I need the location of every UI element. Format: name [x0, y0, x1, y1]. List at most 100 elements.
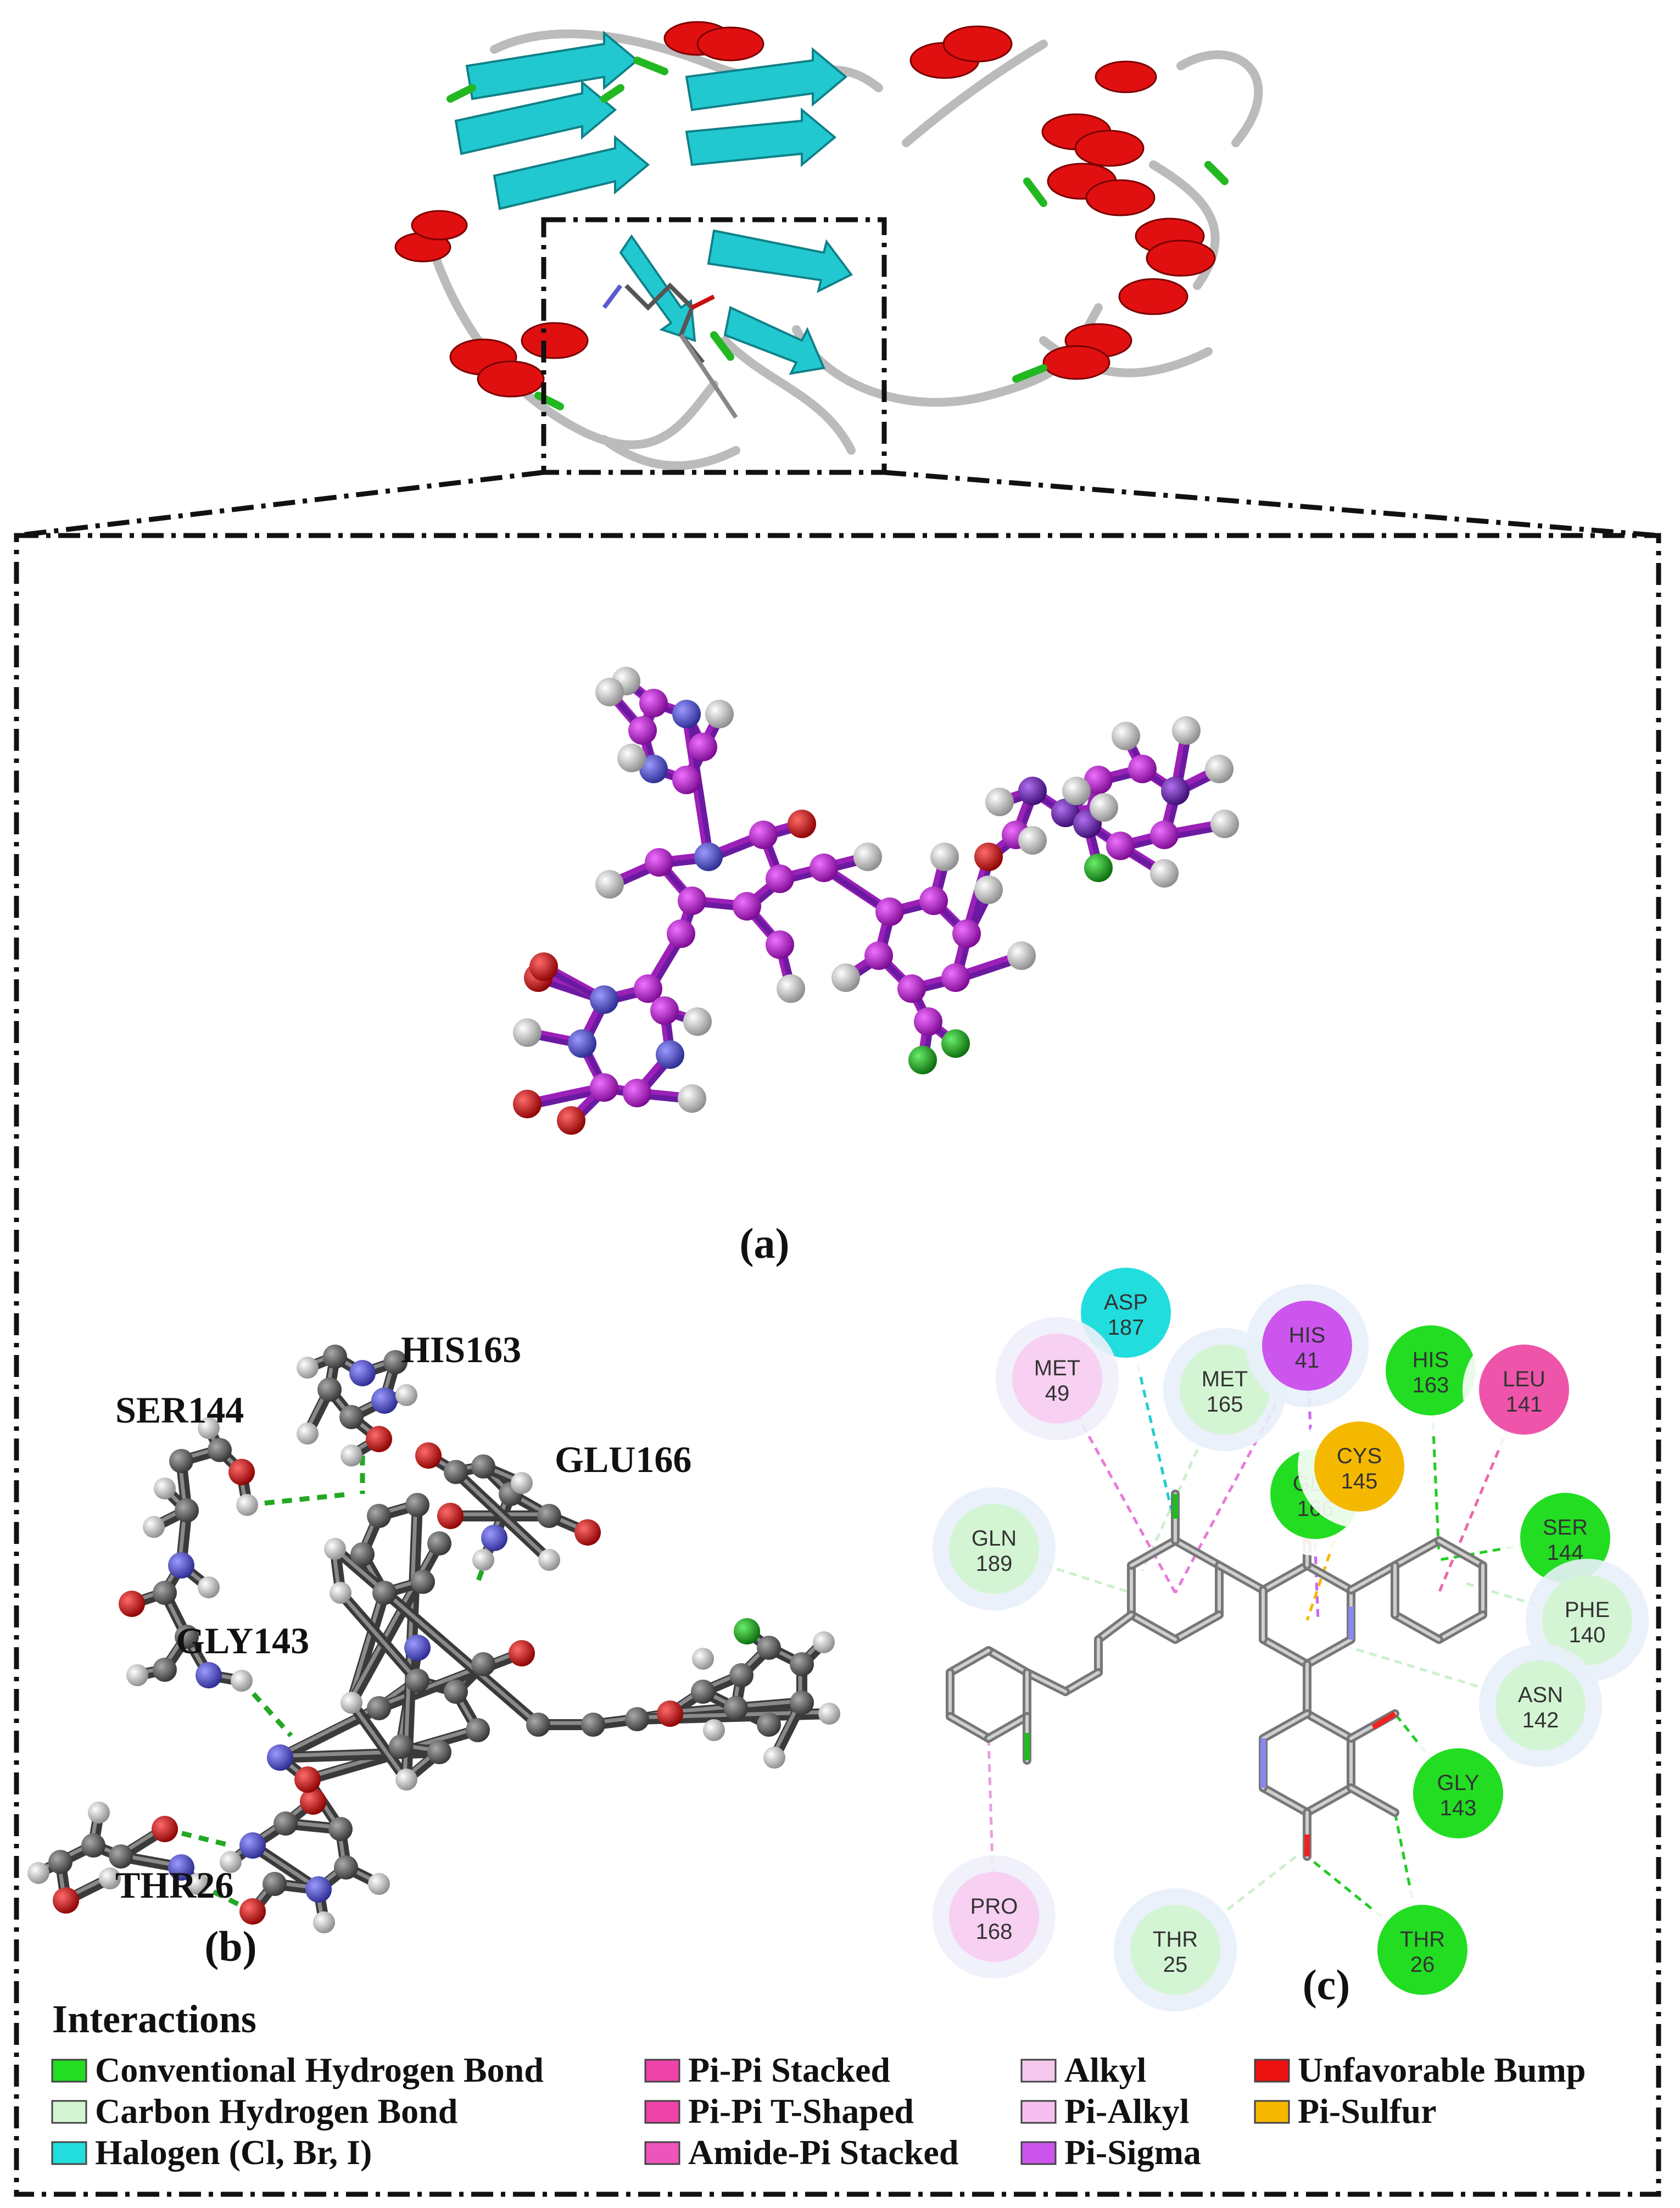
panel-a-atoms — [513, 667, 1239, 1135]
residue-met49-name: MET — [1034, 1356, 1080, 1380]
legend-item: Halogen (Cl, Br, I) — [51, 2133, 372, 2172]
panel-b-label: (b) — [204, 1922, 256, 1970]
legend-label: Amide-Pi Stacked — [688, 2133, 958, 2172]
residue-asn142-name: ASN — [1518, 1683, 1563, 1707]
residue-thr25-number: 25 — [1163, 1953, 1188, 1977]
legend-label: Halogen (Cl, Br, I) — [95, 2133, 372, 2172]
residue-gly143-disc — [1413, 1748, 1503, 1838]
legend-label: Conventional Hydrogen Bond — [95, 2050, 544, 2089]
residue-phe140-disc — [1542, 1575, 1632, 1665]
residue-met165-name: MET — [1202, 1367, 1248, 1391]
legend-label: Pi-Pi T-Shaped — [688, 2092, 914, 2131]
residue-pro168-number: 168 — [976, 1920, 1013, 1944]
legend-swatch — [51, 2141, 87, 2165]
panel-a-molecule — [513, 667, 1239, 1135]
residue-asp187-disc — [1081, 1268, 1171, 1358]
label-ser144: SER144 — [115, 1389, 244, 1431]
legend-label: Carbon Hydrogen Bond — [95, 2092, 457, 2131]
legend-item: Carbon Hydrogen Bond — [51, 2092, 457, 2131]
residue-gly143-number: 143 — [1440, 1796, 1477, 1820]
legend-label: Pi-Sigma — [1064, 2133, 1201, 2172]
residue-cys145-disc — [1314, 1421, 1404, 1512]
legend-swatch — [644, 2100, 680, 2124]
protein-beta-sheets — [454, 30, 853, 375]
residue-cys145-name: CYS — [1337, 1444, 1382, 1468]
legend-title: Interactions — [52, 1997, 256, 2041]
legend-label: Alkyl — [1064, 2050, 1146, 2089]
residue-asn142-number: 142 — [1522, 1708, 1559, 1732]
residue-met49-number: 49 — [1045, 1381, 1070, 1406]
legend-item: Pi-Pi Stacked — [644, 2050, 890, 2089]
residue-leu141-number: 141 — [1506, 1392, 1543, 1417]
residue-cys145-number: 145 — [1341, 1469, 1378, 1493]
residue-his41-number: 41 — [1295, 1348, 1320, 1373]
legend-swatch — [1020, 2100, 1057, 2124]
legend-item: Amide-Pi Stacked — [644, 2133, 958, 2172]
protein-cartoon — [394, 21, 1263, 470]
residue-phe140-name: PHE — [1565, 1598, 1610, 1622]
legend-item: Conventional Hydrogen Bond — [51, 2050, 544, 2089]
residue-met165-disc — [1180, 1345, 1270, 1435]
residue-thr26-number: 26 — [1410, 1953, 1435, 1977]
residue-his163-name: HIS — [1413, 1348, 1449, 1372]
residue-asn142-disc — [1495, 1660, 1586, 1750]
residue-gln189-disc — [949, 1504, 1039, 1594]
label-his163: HIS163 — [401, 1329, 521, 1370]
residue-gly143-name: GLY — [1437, 1771, 1479, 1795]
legend-swatch — [644, 2059, 680, 2083]
residue-thr26-name: THR — [1400, 1927, 1445, 1951]
residue-his41-name: HIS — [1289, 1323, 1326, 1347]
zoom-box — [14, 217, 1661, 2197]
residue-his163: HIS163 — [1369, 1309, 1492, 1432]
residue-his163-number: 163 — [1413, 1373, 1449, 1397]
panel-b-molecule — [27, 1345, 840, 1933]
legend-item: Pi-Sigma — [1020, 2133, 1201, 2172]
panel-b-atoms — [27, 1345, 840, 1933]
residue-gln189-name: GLN — [972, 1526, 1017, 1551]
legend-item: Pi-Alkyl — [1020, 2092, 1190, 2131]
legend-item: Pi-Pi T-Shaped — [644, 2092, 914, 2131]
legend-label: Pi-Alkyl — [1064, 2092, 1190, 2131]
legend-swatch — [1254, 2059, 1290, 2083]
legend-swatch — [1020, 2141, 1057, 2165]
legend-label: Unfavorable Bump — [1298, 2050, 1586, 2089]
label-gly143: GLY143 — [176, 1620, 309, 1661]
residue-asp187-name: ASP — [1104, 1290, 1148, 1314]
panel-c-ligand-skeleton — [946, 1490, 1487, 1861]
residue-leu141-disc — [1479, 1345, 1569, 1435]
residue-asp187-number: 187 — [1108, 1315, 1145, 1340]
residue-thr25-name: THR — [1153, 1927, 1198, 1951]
legend-label: Pi-Sulfur — [1298, 2092, 1436, 2131]
legend-swatch — [51, 2059, 87, 2083]
label-glu166: GLU166 — [555, 1438, 691, 1480]
panel-c-label: (c) — [1303, 1961, 1350, 2009]
residue-gly143: GLY143 — [1397, 1732, 1520, 1855]
residue-met49-disc — [1012, 1334, 1102, 1424]
residue-thr25-disc — [1130, 1905, 1220, 1995]
legend-swatch — [51, 2100, 87, 2124]
residue-thr26-disc — [1377, 1905, 1467, 1995]
residue-his41-disc — [1262, 1301, 1352, 1391]
legend-swatch — [644, 2141, 680, 2165]
label-thr26: THR26 — [115, 1864, 233, 1906]
legend: Interactions Conventional Hydrogen BondC… — [51, 1997, 1586, 2172]
legend-item: Unfavorable Bump — [1254, 2050, 1586, 2089]
legend-item: Pi-Sulfur — [1254, 2092, 1436, 2131]
legend-swatch — [1020, 2059, 1057, 2083]
panel-b-residue-labels: HIS163 SER144 GLU166 GLY143 THR26 — [115, 1329, 691, 1906]
residue-phe140-number: 140 — [1569, 1623, 1606, 1647]
residue-gln189-number: 189 — [976, 1552, 1013, 1576]
protein-alpha-helices — [394, 21, 1216, 398]
protein-ligand — [602, 282, 738, 419]
